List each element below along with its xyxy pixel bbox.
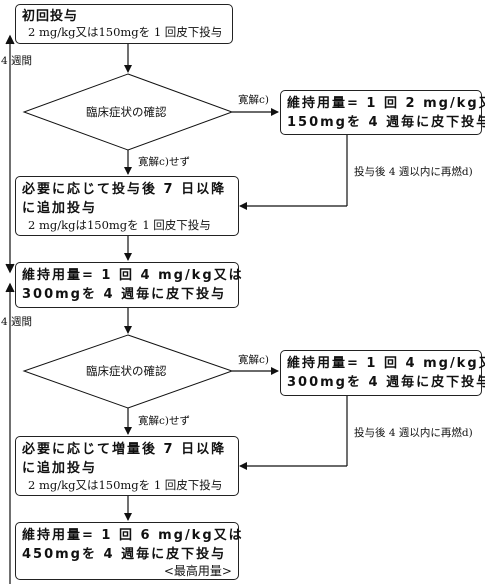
- decision-diamond-2: [22, 334, 234, 409]
- maintenance-4mg-line1: 維持用量= 1 回 4 mg/kg又は: [22, 268, 244, 283]
- maintenance-2-line2: 300mgを 4 週毎に皮下投与: [287, 375, 485, 390]
- additional-dose-1-line1: 必要に応じて投与後 7 日以降: [22, 182, 227, 197]
- four-week-label-1: 4 週間: [1, 55, 33, 67]
- maintenance-dose-box-1: 維持用量= 1 回 2 mg/kg又は 150mgを 4 週毎に皮下投与: [280, 90, 485, 135]
- maintenance-1-line2: 150mgを 4 週毎に皮下投与: [287, 115, 485, 130]
- additional-dose-box-1: 必要に応じて投与後 7 日以降 に追加投与 2 mg/kgは150mgを 1 回…: [15, 176, 239, 236]
- max-dose-line2: 450mgを 4 週毎に皮下投与: [22, 547, 227, 562]
- maintenance-2-line1: 維持用量= 1 回 4 mg/kg又は: [287, 356, 485, 371]
- additional-dose-2-line1: 必要に応じて増量後 7 日以降: [22, 442, 227, 457]
- additional-dose-box-2: 必要に応じて増量後 7 日以降 に追加投与 2 mg/kg又は150mgを 1 …: [15, 436, 239, 496]
- initial-dose-line: 2 mg/kg又は150mgを 1 回皮下投与: [28, 25, 223, 39]
- initial-dose-title: 初回投与: [22, 9, 79, 24]
- maintenance-4mg-line2: 300mgを 4 週毎に皮下投与: [22, 287, 227, 302]
- decision-2-label: 臨床症状の確認: [86, 364, 167, 378]
- decision-1-no-label: 寛解c)せず: [138, 156, 190, 168]
- additional-dose-1-line2: に追加投与: [22, 201, 98, 216]
- maintenance-1-line1: 維持用量= 1 回 2 mg/kg又は: [287, 96, 485, 111]
- decision-2-yes-label: 寛解c): [238, 354, 269, 366]
- max-dose-label: <最高用量>: [163, 564, 232, 578]
- maintenance-dose-box-2: 維持用量= 1 回 4 mg/kg又は 300mgを 4 週毎に皮下投与: [280, 350, 485, 396]
- decision-2-no-label: 寛解c)せず: [138, 415, 190, 427]
- decision-diamond-1: [22, 73, 234, 151]
- max-dose-box: 維持用量= 1 回 6 mg/kg又は 450mgを 4 週毎に皮下投与 <最高…: [15, 522, 244, 580]
- decision-1-yes-label: 寛解c): [238, 94, 269, 106]
- four-week-label-2: 4 週間: [1, 316, 33, 328]
- relapse-label-1: 投与後 4 週以内に再燃d): [354, 166, 473, 178]
- relapse-label-2: 投与後 4 週以内に再燃d): [354, 427, 473, 439]
- additional-dose-1-line3: 2 mg/kgは150mgを 1 回皮下投与: [28, 218, 211, 232]
- additional-dose-2-line3: 2 mg/kg又は150mgを 1 回皮下投与: [28, 478, 223, 492]
- maintenance-dose-box-4mg: 維持用量= 1 回 4 mg/kg又は 300mgを 4 週毎に皮下投与: [15, 262, 244, 308]
- max-dose-line1: 維持用量= 1 回 6 mg/kg又は: [22, 528, 244, 543]
- decision-1-label: 臨床症状の確認: [86, 105, 167, 119]
- additional-dose-2-line2: に追加投与: [22, 461, 98, 476]
- initial-dose-box: 初回投与 2 mg/kg又は150mgを 1 回皮下投与: [15, 4, 233, 44]
